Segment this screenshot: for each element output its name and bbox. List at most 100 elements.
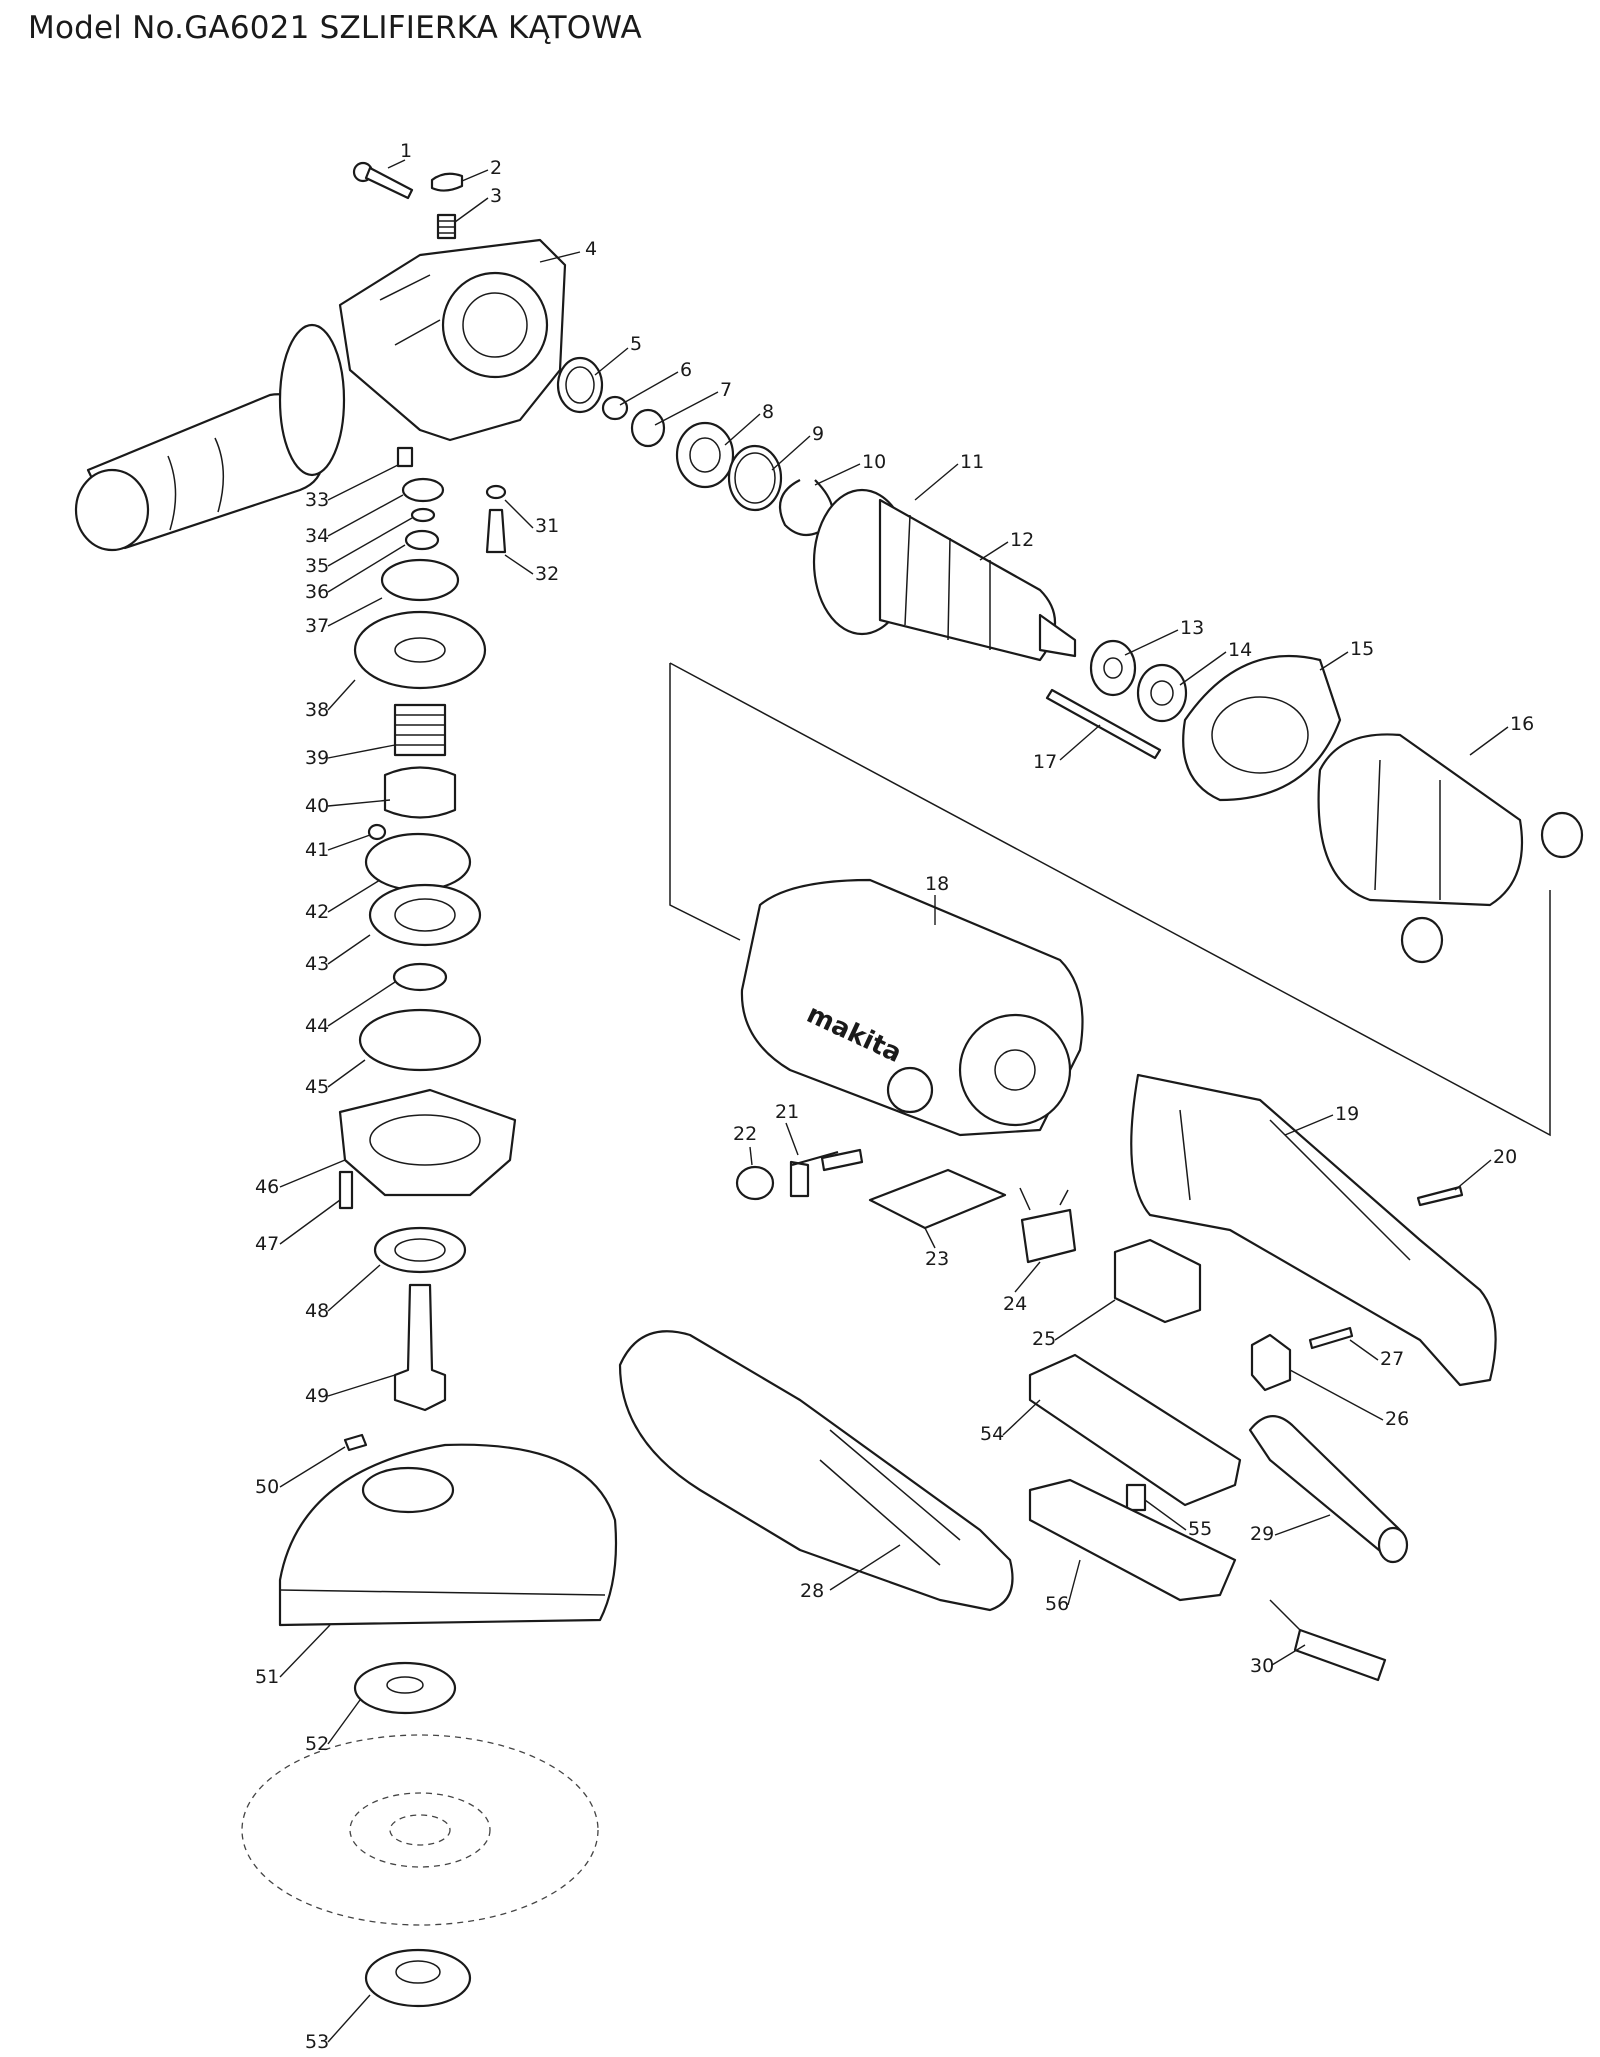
callout-26: 26: [1385, 1408, 1409, 1430]
leader-line-40: [327, 799, 391, 807]
wheel-guard-drawing: [278, 1433, 618, 1627]
callout-55: 55: [1188, 1518, 1212, 1540]
leader-line-10: [814, 463, 861, 486]
callout-5: 5: [630, 333, 642, 355]
callout-40: 40: [305, 795, 329, 817]
leader-line-47: [279, 1199, 341, 1245]
rear-housing-drawing: [1130, 1073, 1497, 1387]
leader-line-19: [1284, 1114, 1334, 1136]
callout-22: 22: [733, 1123, 757, 1145]
leader-line-27: [1349, 1339, 1379, 1361]
callout-9: 9: [812, 423, 824, 445]
callout-6: 6: [680, 359, 692, 381]
leader-line-48: [327, 1264, 381, 1312]
leader-line-13: [1124, 629, 1179, 656]
motor-housing-drawing: makita: [740, 878, 1084, 1137]
callout-29: 29: [1250, 1523, 1274, 1545]
switch-lever-drawing: [1028, 1353, 1242, 1602]
callout-28: 28: [800, 1580, 824, 1602]
leader-line-45: [327, 1059, 366, 1088]
callout-13: 13: [1180, 617, 1204, 639]
callout-43: 43: [305, 953, 329, 975]
leader-line-33: [327, 464, 399, 501]
leader-line-9: [771, 435, 811, 471]
leader-line-7: [654, 391, 719, 426]
callout-37: 37: [305, 615, 329, 637]
leader-line-37: [327, 597, 383, 627]
leader-line-29: [1274, 1514, 1331, 1536]
top-small-parts-drawing: [352, 161, 464, 240]
callout-32: 32: [535, 563, 559, 585]
callout-25: 25: [1032, 1328, 1056, 1350]
callout-36: 36: [305, 581, 329, 603]
callout-38: 38: [305, 699, 329, 721]
leader-line-28: [829, 1544, 901, 1591]
leader-line-22: [749, 1146, 753, 1166]
callout-3: 3: [490, 185, 502, 207]
leader-line-12: [979, 541, 1009, 561]
armature-drawing: [812, 488, 1077, 662]
leader-line-5: [594, 347, 629, 376]
callout-48: 48: [305, 1300, 329, 1322]
callout-33: 33: [305, 489, 329, 511]
callout-46: 46: [255, 1176, 279, 1198]
leader-line-31: [504, 499, 534, 529]
leader-line-6: [619, 371, 679, 406]
callout-45: 45: [305, 1076, 329, 1098]
leader-line-17: [1059, 724, 1101, 761]
callout-31: 31: [535, 515, 559, 537]
leader-line-53: [327, 1994, 371, 2043]
callout-53: 53: [305, 2031, 329, 2053]
callout-50: 50: [255, 1476, 279, 1498]
brush-parts-drawing: [735, 1148, 1464, 1207]
rear-bearings-drawing: [1089, 639, 1188, 723]
leader-line-30: [1271, 1644, 1306, 1666]
field-coil-drawing: [1317, 733, 1584, 964]
callout-35: 35: [305, 555, 329, 577]
callout-51: 51: [255, 1666, 279, 1688]
leader-line-39: [327, 744, 396, 759]
callout-19: 19: [1335, 1103, 1359, 1125]
callout-21: 21: [775, 1101, 799, 1123]
callout-15: 15: [1350, 638, 1374, 660]
rear-cover-drawing: [618, 1330, 1014, 1612]
baffle-plate-drawing: [1045, 654, 1342, 802]
leader-line-35: [327, 517, 413, 567]
callout-14: 14: [1228, 639, 1252, 661]
callout-11: 11: [960, 451, 984, 473]
callout-42: 42: [305, 901, 329, 923]
leader-line-25: [1054, 1299, 1116, 1341]
leader-line-42: [327, 879, 381, 913]
leader-line-41: [327, 834, 371, 851]
leader-line-46: [279, 1159, 346, 1188]
callout-27: 27: [1380, 1348, 1404, 1370]
label-and-capacitor-drawing: [868, 1168, 1077, 1264]
side-handle-drawing: [74, 323, 346, 552]
leader-line-24: [1014, 1261, 1041, 1293]
leader-line-52: [327, 1699, 361, 1745]
leader-line-2: [461, 169, 489, 182]
leader-line-1: [387, 159, 406, 169]
leader-line-15: [1319, 651, 1349, 671]
leader-line-26: [1289, 1369, 1384, 1421]
callout-56: 56: [1045, 1593, 1069, 1615]
callout-44: 44: [305, 1015, 329, 1037]
callout-8: 8: [762, 401, 774, 423]
leader-line-8: [724, 413, 761, 446]
callout-1: 1: [400, 140, 412, 162]
callout-24: 24: [1003, 1293, 1027, 1315]
bearing-stack-drawing: [556, 356, 834, 537]
leader-line-23: [924, 1227, 936, 1249]
callout-18: 18: [925, 873, 949, 895]
callout-17: 17: [1033, 751, 1057, 773]
leader-line-21: [785, 1122, 799, 1156]
leader-line-44: [327, 981, 396, 1027]
leader-line-14: [1179, 651, 1227, 686]
leader-line-36: [327, 544, 406, 593]
callout-4: 4: [585, 238, 597, 260]
leader-line-20: [1454, 1159, 1492, 1191]
callout-30: 30: [1250, 1655, 1274, 1677]
spindle-stack-drawing: [338, 446, 517, 1412]
callout-12: 12: [1010, 529, 1034, 551]
switch-drawing: [1113, 1238, 1354, 1392]
